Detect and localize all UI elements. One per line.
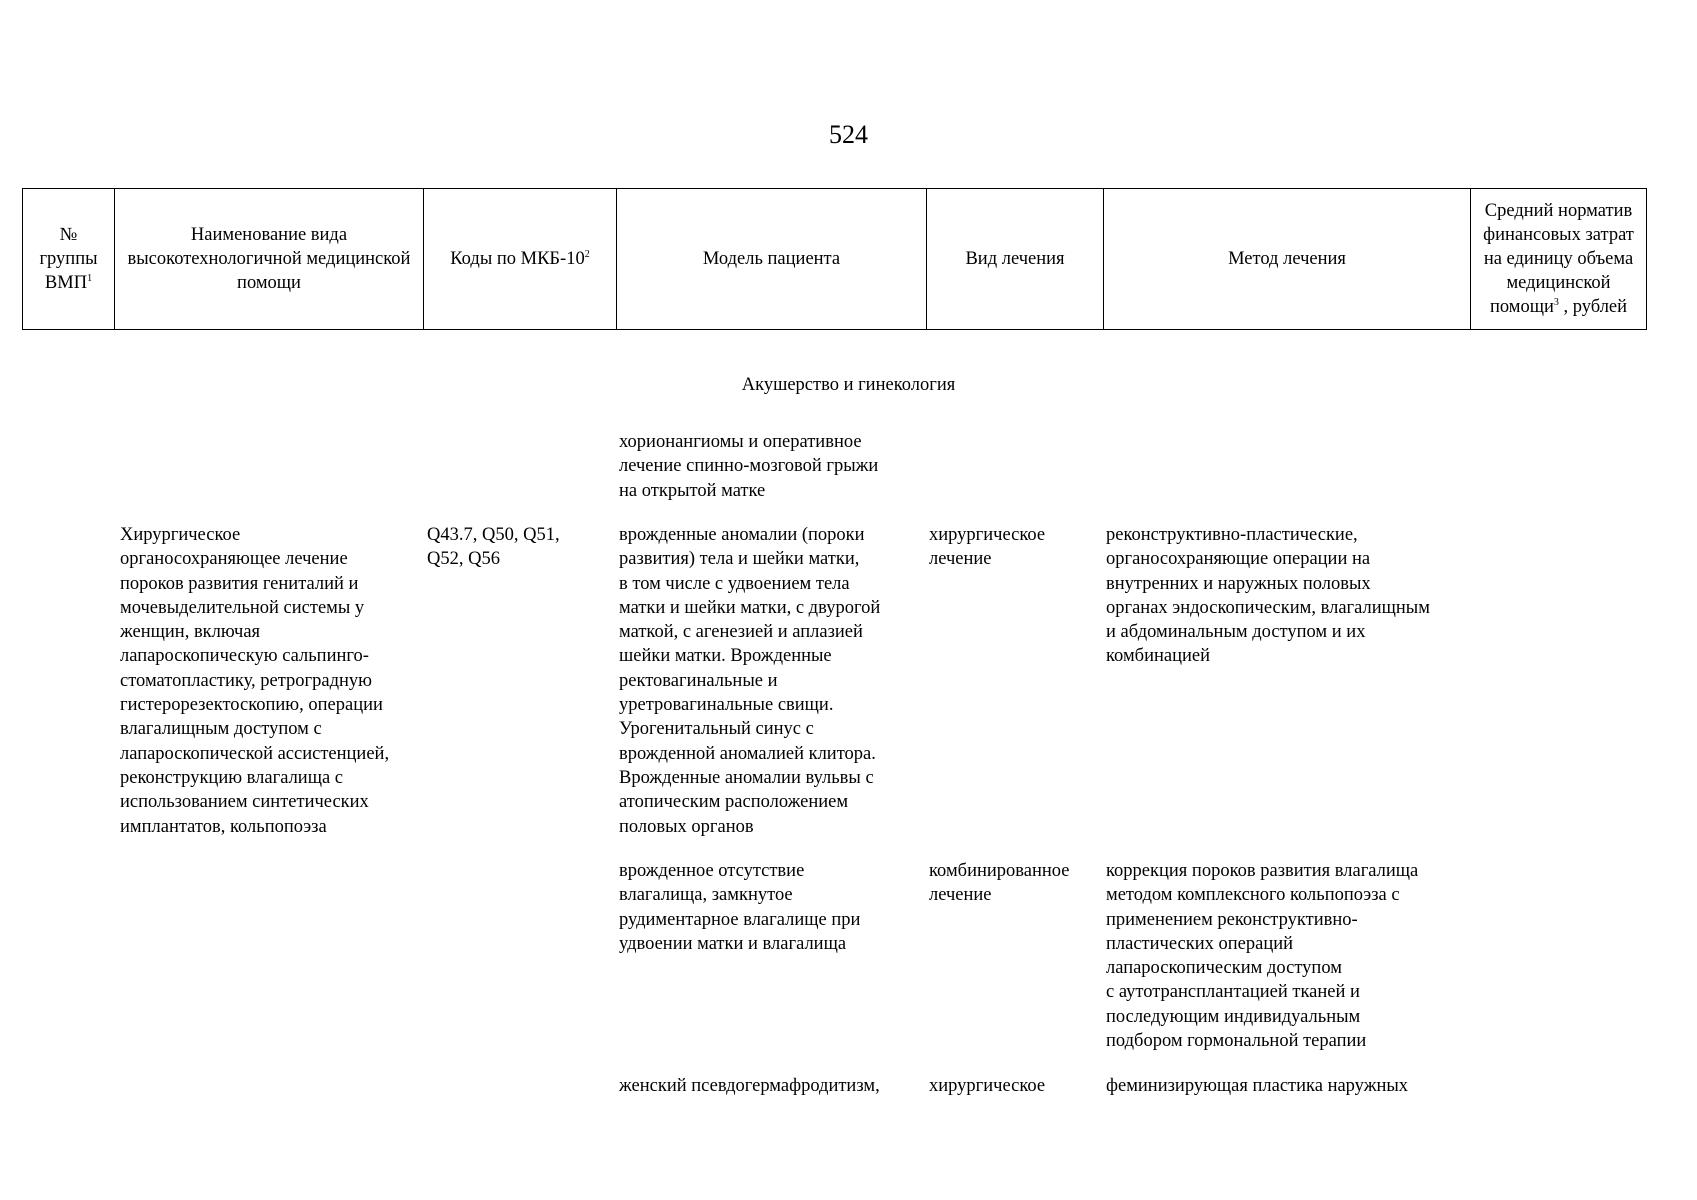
header-treatment-method: Метод лечения <box>1103 188 1471 330</box>
row-1-treatment-method: реконструктивно-пластические,органосохра… <box>1106 525 1430 667</box>
row-1-icd-codes: Q43.7, Q50, Q51,Q52, Q56 <box>427 525 560 570</box>
header-icd-codes: Коды по МКБ-102 <box>423 188 617 330</box>
header-average-cost: Средний норматив финансовых затрат на ед… <box>1470 188 1647 330</box>
row-3-patient-model: женский псевдогермафродитизм, <box>619 1076 880 1096</box>
header-group-number: № группы ВМП1 <box>22 188 115 330</box>
header-treatment-type: Вид лечения <box>926 188 1104 330</box>
header-patient-model: Модель пациента <box>616 188 927 330</box>
column-header-table: № группы ВМП1 Наименование вида высокоте… <box>22 188 1647 330</box>
row-3-treatment-method: феминизирующая пластика наружных <box>1106 1076 1409 1096</box>
page-number: 524 <box>829 120 868 149</box>
section-title: Акушерство и гинекология <box>741 375 956 395</box>
header-care-name: Наименование вида высокотехнологичной ме… <box>114 188 424 330</box>
row-3-treatment-type: хирургическое <box>929 1076 1046 1096</box>
